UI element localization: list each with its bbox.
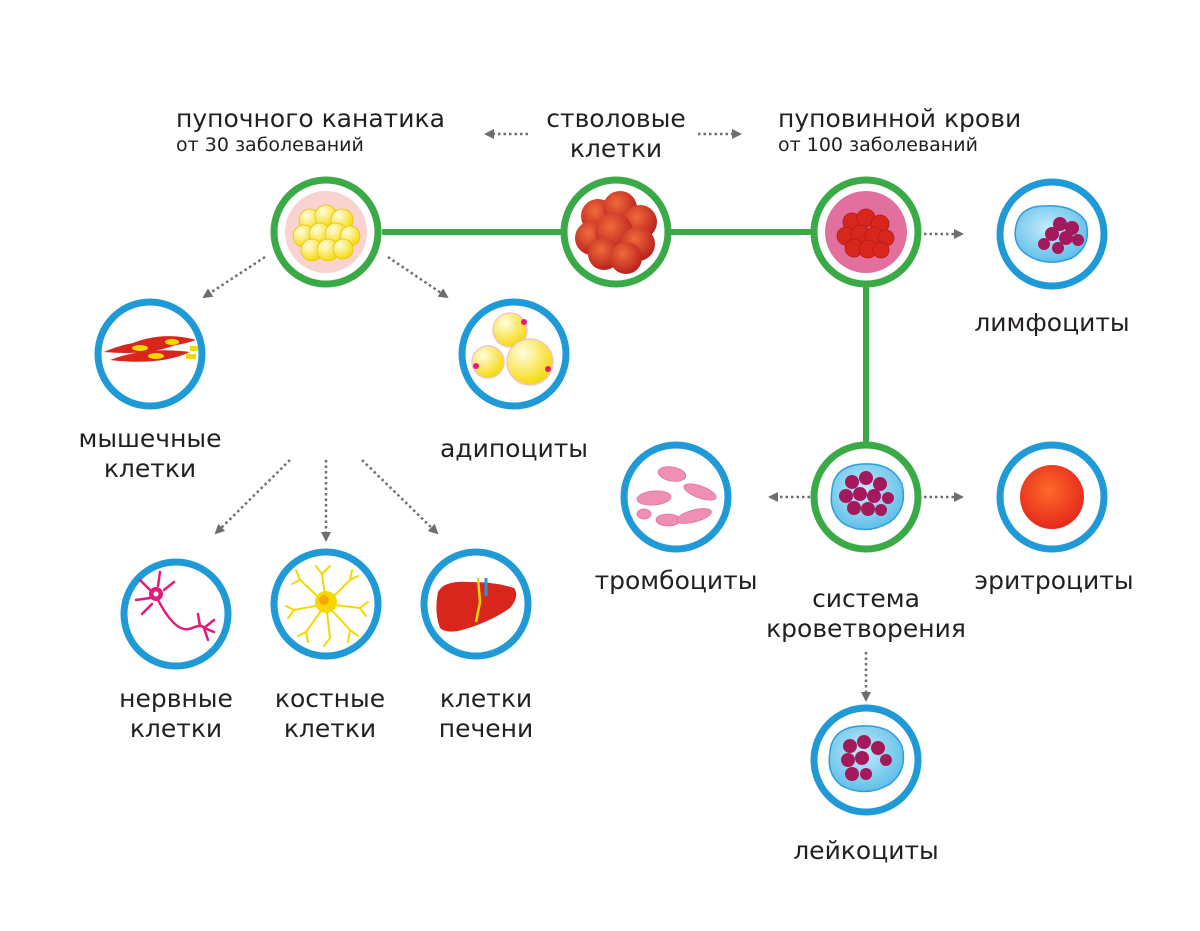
stem-cells-label: стволовые клетки: [540, 104, 692, 164]
liver-label: клетки печени: [396, 684, 576, 744]
nerve-label: нервные клетки: [86, 684, 266, 744]
platelets-text: тромбоциты: [594, 566, 758, 595]
hematopoiesis-line1: система: [812, 584, 920, 613]
bone-line1: костные: [274, 684, 386, 713]
adipocyte-icon: [458, 298, 570, 410]
lymphocyte-icon: [996, 178, 1108, 290]
platelets-label: тромбоциты: [586, 566, 766, 596]
muscle-label: мышечные клетки: [60, 424, 240, 484]
nerve-cell-icon: [120, 558, 232, 670]
liver-line2: печени: [438, 714, 534, 743]
umbilical-cord-title: пупочного канатика: [176, 104, 445, 133]
stem-cells-line2: клетки: [569, 134, 663, 163]
liver-line1: клетки: [439, 684, 533, 713]
stem-cell-icon: [560, 176, 672, 288]
umbilical-cord-label: пупочного канатика от 30 заболеваний: [176, 104, 445, 156]
cord-blood-label: пуповинной крови от 100 заболеваний: [778, 104, 1021, 156]
arrow-to-muscle: [202, 255, 266, 299]
adipocytes-label: адипоциты: [424, 434, 604, 464]
lymphocytes-label: лимфоциты: [962, 308, 1142, 338]
muscle-cell-icon: [94, 298, 206, 410]
adipocytes-text: адипоциты: [439, 434, 589, 463]
arrow-to-adipocytes: [387, 255, 449, 299]
bone-label: костные клетки: [240, 684, 420, 744]
umbilical-cord-subtitle: от 30 заболеваний: [176, 134, 364, 156]
cord-blood-subtitle: от 100 заболеваний: [778, 134, 978, 156]
erythrocyte-icon: [996, 441, 1108, 553]
umbilical-cord-cell-icon: [270, 176, 382, 288]
nerve-line1: нервные: [119, 684, 233, 713]
leukocyte-icon: [810, 704, 922, 816]
leukocytes-label: лейкоциты: [776, 836, 956, 866]
nerve-line2: клетки: [129, 714, 223, 743]
hematopoiesis-label: система кроветворения: [756, 584, 976, 644]
arrow-to-liver: [361, 459, 439, 535]
bone-line2: клетки: [283, 714, 377, 743]
hematopoiesis-cell-icon: [810, 441, 922, 553]
bone-cell-icon: [270, 548, 382, 660]
hematopoiesis-line2: кроветворения: [766, 614, 966, 643]
muscle-line2: клетки: [103, 454, 197, 483]
liver-cell-icon: [420, 548, 532, 660]
platelet-icon: [620, 441, 732, 553]
leukocytes-text: лейкоциты: [793, 836, 939, 865]
erythrocytes-label: эритроциты: [964, 566, 1144, 596]
cord-blood-title: пуповинной крови: [778, 104, 1022, 133]
muscle-line1: мышечные: [78, 424, 222, 453]
erythrocytes-text: эритроциты: [974, 566, 1134, 595]
stem-cells-line1: стволовые: [546, 104, 686, 133]
cord-blood-cell-icon: [810, 176, 922, 288]
arrow-to-nerve: [214, 459, 291, 535]
lymphocytes-text: лимфоциты: [974, 308, 1130, 337]
